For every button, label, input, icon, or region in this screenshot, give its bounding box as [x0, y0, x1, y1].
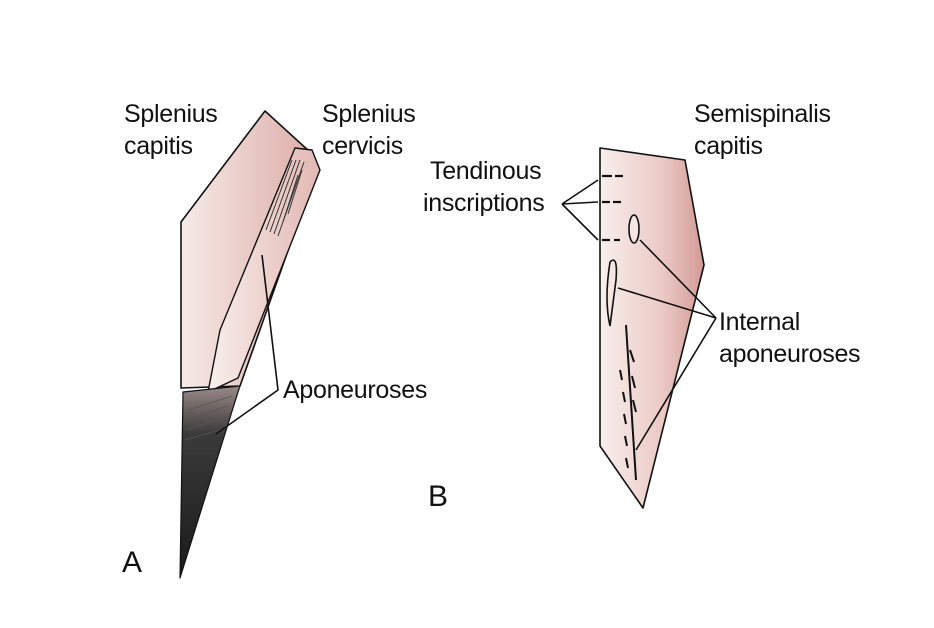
label-semispinalis-capitis-line1: Semispinalis — [694, 100, 831, 128]
panel-letter-b: B — [428, 480, 449, 513]
label-splenius-capitis-line1: Splenius — [124, 100, 218, 128]
panel-letter-a: A — [122, 546, 143, 579]
tendon-hatching — [184, 395, 233, 441]
internal-aponeurosis-middle — [606, 259, 618, 327]
tendinous-inscription-marks — [602, 174, 623, 242]
label-splenius-cervicis-line1: Splenius — [322, 100, 416, 128]
label-internal-aponeuroses-line2: aponeuroses — [719, 340, 861, 368]
lower-aponeurosis-tendon — [179, 385, 241, 579]
label-semispinalis-capitis-line2: capitis — [694, 132, 763, 160]
panel-b-drawing — [561, 147, 717, 509]
label-splenius-capitis-line2: capitis — [124, 132, 193, 160]
internal-aponeurosis-lower — [619, 324, 637, 481]
internal-aponeurosis-upper — [628, 214, 640, 244]
tendinous-leader-lines — [561, 179, 599, 241]
label-tendinous-inscriptions-line1: Tendinous — [430, 157, 542, 185]
label-internal-aponeuroses-line1: Internal — [719, 308, 800, 336]
semispinalis-capitis-muscle — [599, 147, 705, 509]
panel-a-drawing — [179, 110, 321, 579]
aponeurosis-hatching-upper — [265, 159, 305, 237]
label-aponeuroses: Aponeuroses — [283, 376, 428, 404]
internal-aponeuroses-leader-lines — [617, 239, 717, 451]
aponeuroses-leader-lines — [215, 254, 279, 435]
label-splenius-cervicis-line2: cervicis — [322, 132, 403, 160]
label-tendinous-inscriptions-line2: inscriptions — [423, 189, 545, 217]
